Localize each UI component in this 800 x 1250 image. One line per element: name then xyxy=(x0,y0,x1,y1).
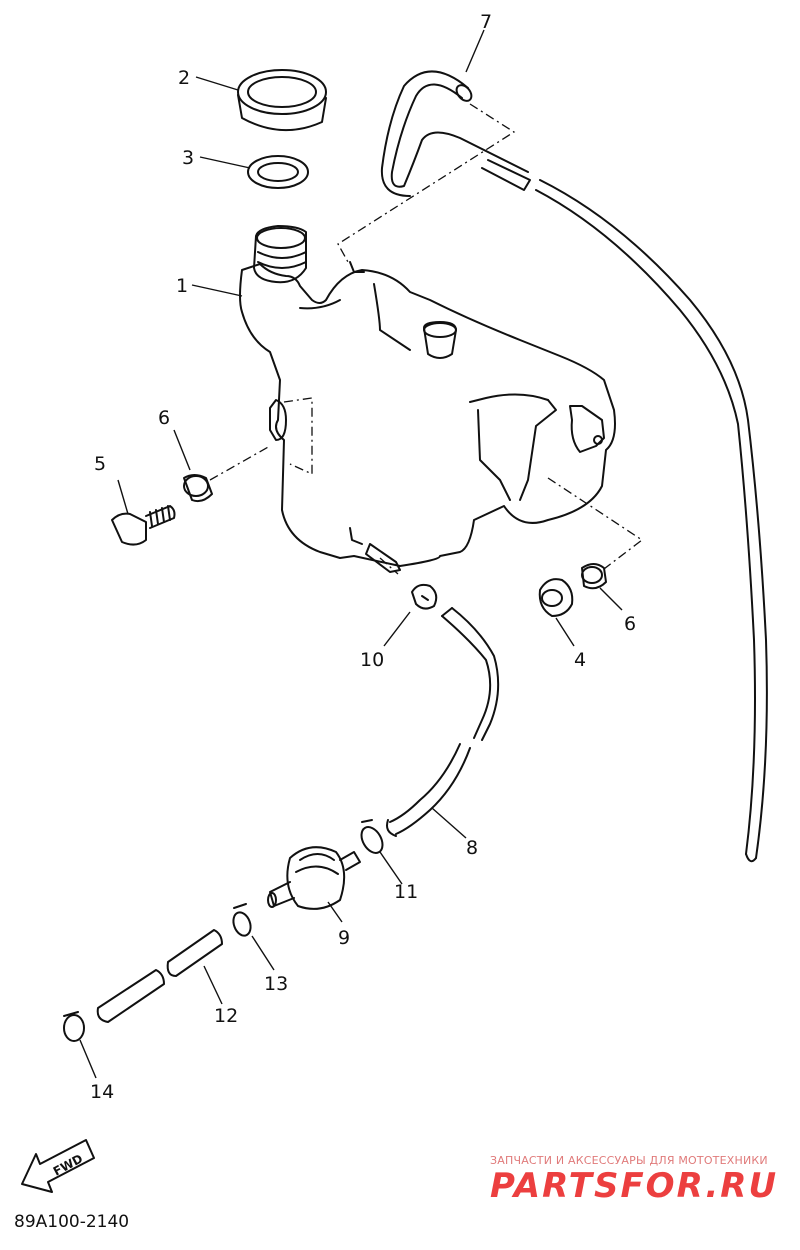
watermark-brand: PARTSFOR.RU xyxy=(490,1166,779,1206)
spacer-part-6-right xyxy=(581,563,607,590)
callout-14: 14 xyxy=(90,1081,114,1103)
callout-5: 5 xyxy=(94,453,106,475)
callout-6-left: 6 xyxy=(158,407,170,429)
bolt-part-5 xyxy=(111,505,176,546)
callout-8: 8 xyxy=(466,837,478,859)
cap-part-2 xyxy=(237,69,327,131)
clamp-part-11 xyxy=(360,819,384,854)
callout-12: 12 xyxy=(214,1005,238,1027)
clamp-part-13 xyxy=(232,903,252,937)
grommet-part-4 xyxy=(538,578,574,617)
diagram-code: 89A100-2140 xyxy=(14,1212,130,1232)
leader-lines xyxy=(79,29,623,1079)
callout-6-right: 6 xyxy=(624,613,636,635)
clamp-part-14 xyxy=(63,1011,85,1042)
callout-10: 10 xyxy=(360,649,384,671)
overflow-hose xyxy=(535,179,768,863)
tank-outlet-nipple xyxy=(365,543,401,573)
hose-part-12 xyxy=(96,929,223,1023)
callout-11: 11 xyxy=(394,881,418,903)
callout-7: 7 xyxy=(480,11,492,33)
hose-part-8 xyxy=(386,607,500,837)
spacer-part-6-left xyxy=(183,474,213,503)
callout-13: 13 xyxy=(264,973,288,995)
fwd-arrow xyxy=(21,1139,95,1193)
callout-2: 2 xyxy=(178,67,190,89)
callout-1: 1 xyxy=(176,275,188,297)
assembly-lines xyxy=(209,103,644,575)
tank-part-1 xyxy=(239,225,616,567)
filter-part-9 xyxy=(267,846,361,910)
breather-hose-part-7 xyxy=(380,70,531,197)
callout-3: 3 xyxy=(182,147,194,169)
clamp-part-10 xyxy=(411,583,438,610)
callout-4: 4 xyxy=(574,649,586,671)
seal-ring-part-3 xyxy=(247,155,309,189)
watermark-subtitle: ЗАПЧАСТИ И АКСЕССУАРЫ ДЛЯ МОТОТЕХНИКИ xyxy=(490,1154,768,1167)
callout-9: 9 xyxy=(338,927,350,949)
callout-labels: 2 3 1 5 6 7 6 4 10 8 11 9 13 12 14 FWD xyxy=(51,11,636,1179)
